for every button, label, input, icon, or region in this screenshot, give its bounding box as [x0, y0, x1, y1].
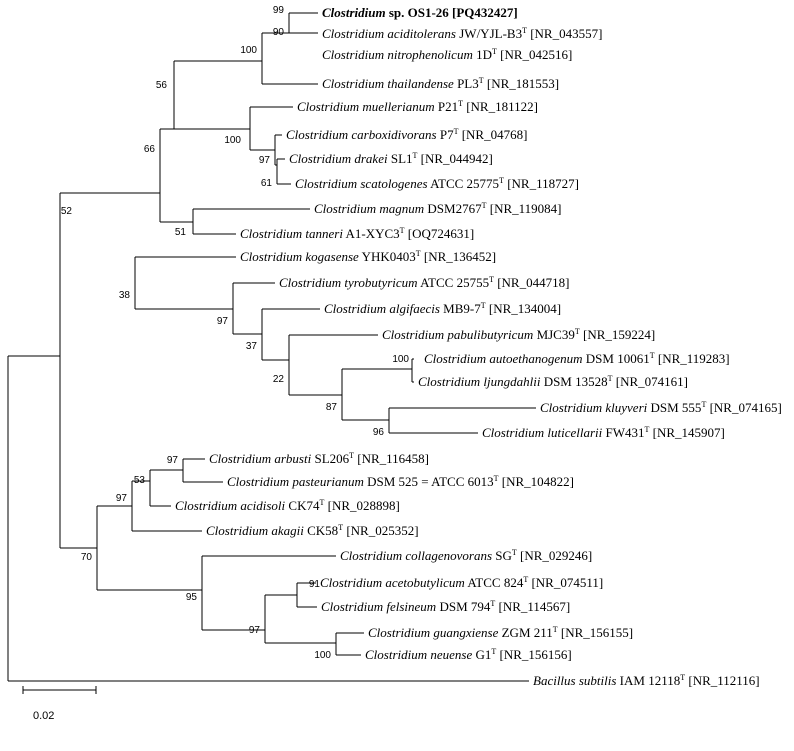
bootstrap-value: 37: [246, 341, 258, 352]
taxon-label: Clostridium tanneri A1-XYC3T [OQ724631]: [240, 226, 474, 241]
bootstrap-value: 66: [144, 144, 156, 155]
taxon-label-outgroup: Bacillus subtilis IAM 12118T [NR_112116]: [533, 673, 760, 688]
taxon-label: Clostridium nitrophenolicum 1DT [NR_0425…: [322, 47, 572, 62]
bootstrap-value: 70: [81, 552, 93, 563]
taxon-labels: Clostridium sp. OS1-26 [PQ432427] Clostr…: [175, 5, 782, 688]
bootstrap-value: 100: [240, 45, 257, 56]
scale-bar-label: 0.02: [33, 710, 54, 722]
taxon-label: Clostridium kogasense YHK0403T [NR_13645…: [240, 249, 496, 264]
bootstrap-value: 100: [392, 354, 409, 365]
taxon-label: Clostridium scatologenes ATCC 25775T [NR…: [295, 176, 579, 191]
taxon-label: Clostridium carboxidivorans P7T [NR_0476…: [286, 127, 527, 142]
taxon-label-query: Clostridium sp. OS1-26 [PQ432427]: [322, 5, 518, 20]
taxon-label: Clostridium acidisoli CK74T [NR_028898]: [175, 498, 400, 513]
bootstrap-value: 22: [273, 374, 285, 385]
bootstrap-value: 38: [119, 290, 131, 301]
bootstrap-value: 87: [326, 402, 338, 413]
bootstrap-value: 97: [167, 455, 179, 466]
bootstrap-value: 97: [249, 625, 261, 636]
bootstrap-value: 100: [224, 135, 241, 146]
bootstrap-value: 61: [261, 178, 273, 189]
taxon-label: Clostridium akagii CK58T [NR_025352]: [206, 523, 419, 538]
bootstrap-value: 51: [175, 227, 187, 238]
taxon-label: Clostridium guangxiense ZGM 211T [NR_156…: [368, 625, 633, 640]
taxon-label: Clostridium algifaecis MB9-7T [NR_134004…: [324, 301, 561, 316]
taxon-label: Clostridium drakei SL1T [NR_044942]: [289, 151, 493, 166]
taxon-label: Clostridium aciditolerans JW/YJL-B3T [NR…: [322, 26, 602, 41]
taxon-label: Clostridium muellerianum P21T [NR_181122…: [297, 99, 538, 114]
bootstrap-value: 97: [217, 316, 229, 327]
taxon-label: Clostridium thailandense PL3T [NR_181553…: [322, 76, 559, 91]
bootstrap-value: 95: [186, 592, 198, 603]
taxon-label: Clostridium ljungdahlii DSM 13528T [NR_0…: [418, 374, 688, 389]
taxon-label: Clostridium arbusti SL206T [NR_116458]: [209, 451, 429, 466]
taxon-label: Clostridium acetobutylicum ATCC 824T [NR…: [320, 575, 603, 590]
taxon-label: Clostridium autoethanogenum DSM 10061T […: [424, 351, 730, 366]
bootstrap-value: 99: [273, 5, 285, 16]
taxon-label: Clostridium kluyveri DSM 555T [NR_074165…: [540, 400, 782, 415]
tree-branches: [7, 12, 536, 694]
bootstrap-value: 97: [116, 493, 128, 504]
bootstrap-value: 97: [259, 155, 271, 166]
bootstrap-value: 90: [273, 27, 285, 38]
bootstrap-value: 53: [134, 475, 146, 486]
bootstrap-value: 100: [314, 650, 331, 661]
bootstrap-value: 52: [61, 206, 73, 217]
bootstrap-value: 56: [156, 80, 168, 91]
taxon-label: Clostridium neuense G1T [NR_156156]: [365, 647, 572, 662]
bootstrap-value: 96: [373, 427, 385, 438]
taxon-label: Clostridium felsineum DSM 794T [NR_11456…: [321, 599, 570, 614]
taxon-label: Clostridium tyrobutyricum ATCC 25755T [N…: [279, 275, 569, 290]
bootstrap-values: 99 90 100 56 100 97 61 66 51 52 38 97 37…: [61, 5, 410, 661]
taxon-label: Clostridium pasteurianum DSM 525 = ATCC …: [227, 474, 574, 489]
taxon-label: Clostridium magnum DSM2767T [NR_119084]: [314, 201, 561, 216]
taxon-label: Clostridium collagenovorans SGT [NR_0292…: [340, 548, 592, 563]
bootstrap-value: 91: [309, 579, 321, 590]
taxon-label: Clostridium luticellarii FW431T [NR_1459…: [482, 425, 725, 440]
taxon-label: Clostridium pabulibutyricum MJC39T [NR_1…: [382, 327, 655, 342]
